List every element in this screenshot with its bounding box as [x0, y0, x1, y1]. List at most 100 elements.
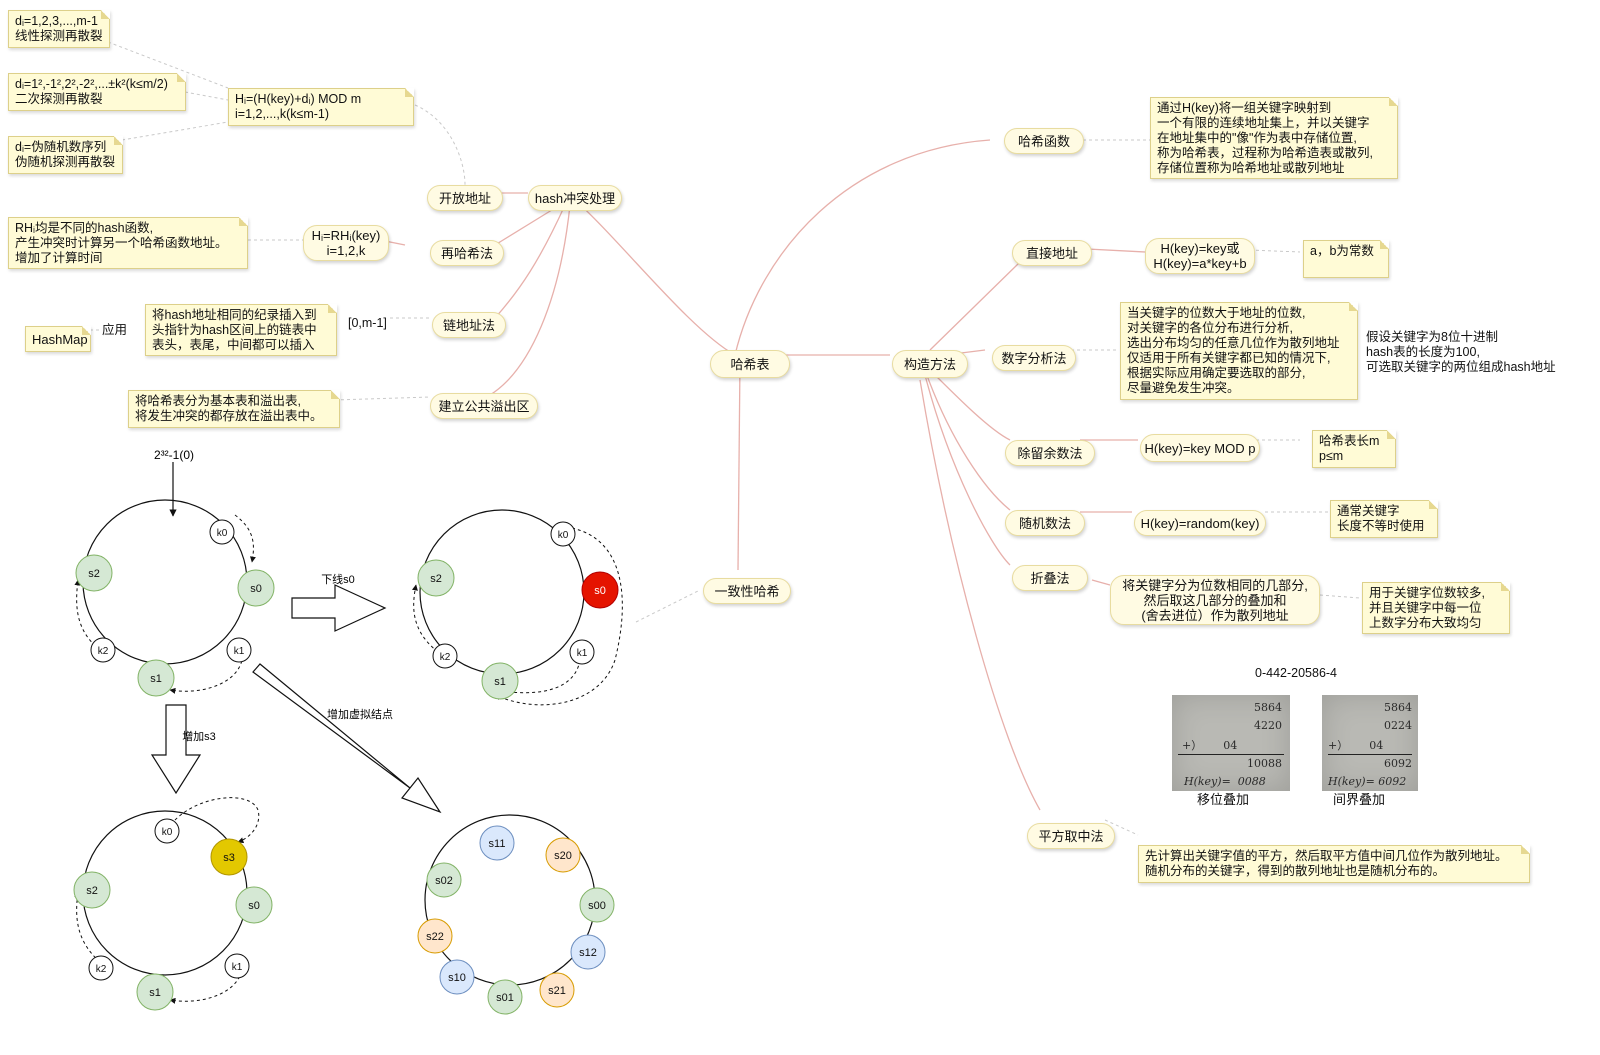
ring-nodes: k0 s0 k1 s1 k2 s2 k0 s0 k1 s1 k2 s2 k0 s3 s0 k1 s1 k2 s2 s1… [73, 519, 619, 1015]
topic-chaining[interactable]: 链地址法 [432, 312, 506, 338]
topic-random-number[interactable]: 随机数法 [1005, 510, 1085, 536]
ring3-key-k1-label: k1 [232, 962, 243, 973]
ring-top-label: 2³²-1(0) [154, 448, 194, 462]
ring4-virtual-node-s20 [545, 837, 581, 873]
division-formula[interactable]: H(key)=key MOD p [1140, 434, 1260, 462]
application-label: 应用 [102, 323, 128, 337]
ring1-server-s0 [237, 569, 275, 607]
ring1-key-k2 [90, 637, 116, 663]
ring1-server-s2-label: s2 [88, 568, 100, 580]
ring3-server-s1-label: s1 [149, 987, 161, 999]
topic-digit-analysis[interactable]: 数字分析法 [992, 345, 1076, 371]
chaining-range: [0,m-1] [348, 316, 387, 330]
division-note: 哈希表长m p≤m [1312, 430, 1396, 468]
direct-note: a，b为常数 [1303, 240, 1389, 278]
ring4-virtual-node-s02 [426, 862, 462, 898]
ring2-server-s2-label: s2 [430, 573, 442, 585]
ring4-virtual-node-s11-label: s11 [489, 838, 506, 850]
ring4-virtual-node-s01 [487, 979, 523, 1015]
add-label: 增加s3 [182, 729, 216, 743]
ring2-key-k0 [550, 521, 576, 547]
ring2-key-k2-label: k2 [440, 652, 451, 663]
topic-mid-square[interactable]: 平方取中法 [1027, 823, 1115, 849]
ring4-virtual-node-s22 [417, 918, 453, 954]
ring1-key-k0 [209, 519, 235, 545]
ring1-server-s2 [75, 554, 113, 592]
digit-analysis-note: 当关键字的位数大于地址的位数, 对关键字的各位分布进行分析, 选出分布均匀的任意… [1120, 302, 1358, 400]
topic-collision[interactable]: hash冲突处理 [528, 185, 622, 211]
topic-rehash[interactable]: 再哈希法 [430, 240, 504, 266]
direct-formula[interactable]: H(key)=key或 H(key)=a*key+b [1145, 238, 1255, 274]
hash-function-note: 通过H(key)将一组关键字映射到 一个有限的连续地址集上，并以关键字 在地址集… [1150, 97, 1398, 179]
topic-construction[interactable]: 构造方法 [892, 350, 968, 378]
offline-arrow [291, 584, 387, 632]
folding-example: 0-442-20586-4 [1255, 666, 1338, 680]
shift-folding-caption: 移位叠加 [1197, 792, 1250, 807]
ring3-server-s1 [136, 973, 174, 1011]
virtual-arrow [252, 663, 442, 814]
ring2-server-s1 [481, 662, 519, 700]
offline-label: 下线s0 [321, 572, 355, 586]
ring4-virtual-node-s12-label: s12 [579, 947, 597, 959]
ring-offline [411, 509, 623, 706]
ring2-key-k0-label: k0 [558, 530, 569, 541]
chaining-note: 将hash地址相同的纪录插入到 头指针为hash区间上的链表中 表头，表尾，中间… [145, 304, 337, 356]
ring3-server-s3 [210, 838, 248, 876]
ring2-server-s1-label: s1 [494, 676, 506, 688]
topic-open-address[interactable]: 开放地址 [427, 185, 503, 211]
ring4-virtual-node-s00 [579, 887, 615, 923]
ring3-key-k1 [224, 953, 250, 979]
overflow-note: 将哈希表分为基本表和溢出表, 将发生冲突的都存放在溢出表中。 [128, 390, 340, 428]
quadratic-probe-note: dᵢ=1²,-1²,2²,-2²,...±k²(k≤m/2) 二次探测再散裂 [8, 73, 186, 111]
topic-overflow[interactable]: 建立公共溢出区 [430, 393, 538, 419]
ring4-virtual-node-s10 [439, 959, 475, 995]
shift-folding-photo: 5864 4220 +） 04 10088 H(key)= 0088 [1172, 695, 1290, 791]
ring4-virtual-node-s22-label: s22 [426, 931, 444, 943]
folding-note: 用于关键字位数较多, 并且关键字中每一位 上数字分布大致均匀 [1362, 582, 1510, 634]
ring4-virtual-node-s01-label: s01 [496, 992, 514, 1004]
ring1-server-s0-label: s0 [250, 583, 262, 595]
add-arrow [150, 704, 202, 795]
ring3-key-k2 [88, 955, 114, 981]
ring3-server-s0 [235, 886, 273, 924]
ring3-server-s3-label: s3 [223, 852, 235, 864]
ring4-virtual-node-s21 [539, 972, 575, 1008]
ring3-key-k0-label: k0 [162, 827, 173, 838]
topic-hash-function[interactable]: 哈希函数 [1004, 128, 1084, 154]
ring4-virtual-node-s12 [570, 934, 606, 970]
ring1-key-k2-label: k2 [98, 646, 109, 657]
mid-square-note: 先计算出关键字值的平方，然后取平方值中间几位作为散列地址。 随机分布的关键字，得… [1138, 845, 1530, 883]
ring2-server-s0-offline [581, 571, 619, 609]
ring1-key-k1-label: k1 [234, 646, 245, 657]
topic-division[interactable]: 除留余数法 [1005, 440, 1095, 466]
folding-description[interactable]: 将关键字分为位数相同的几部分, 然后取这几部分的叠加和 (舍去进位）作为散列地址 [1110, 575, 1320, 625]
ring1-key-k1 [226, 637, 252, 663]
ring3-server-s2 [73, 871, 111, 909]
ring3-key-k2-label: k2 [96, 964, 107, 975]
ring4-virtual-node-s21-label: s21 [548, 985, 566, 997]
topic-folding[interactable]: 折叠法 [1012, 565, 1088, 591]
ring2-server-s0-offline-label: s0 [594, 585, 606, 597]
boundary-folding-photo: 5864 0224 +） 04 6092 H(key)= 6092 [1322, 695, 1418, 791]
ring3-server-s0-label: s0 [248, 900, 260, 912]
ring2-server-s2 [417, 559, 455, 597]
random-formula[interactable]: H(key)=random(key) [1134, 510, 1266, 536]
ring2-key-k1 [569, 639, 595, 665]
ring3-server-s2-label: s2 [86, 885, 98, 897]
ring1-server-s1-label: s1 [150, 673, 162, 685]
ring2-key-k2 [432, 643, 458, 669]
topic-direct-address[interactable]: 直接地址 [1012, 240, 1092, 266]
ring4-virtual-node-s02-label: s02 [435, 875, 453, 887]
central-topic[interactable]: 哈希表 [710, 350, 790, 378]
ring1-key-k0-label: k0 [217, 528, 228, 539]
rehash-note: RHᵢ均是不同的hash函数, 产生冲突时计算另一个哈希函数地址。 增加了计算时… [8, 217, 248, 269]
rehash-formula[interactable]: Hᵢ=RHᵢ(key) i=1,2,k [303, 225, 389, 261]
ring2-key-k1-label: k1 [577, 648, 588, 659]
ring4-virtual-node-s11 [479, 825, 515, 861]
topic-consistent-hash[interactable]: 一致性哈希 [703, 578, 791, 604]
linear-probe-note: dᵢ=1,2,3,...,m-1 线性探测再散裂 [8, 10, 110, 48]
ring4-virtual-node-s10-label: s10 [448, 972, 466, 984]
open-address-formula: Hᵢ=(H(key)+dᵢ) MOD m i=1,2,...,k(k≤m-1) [228, 88, 414, 126]
random-note: 通常关键字 长度不等时使用 [1330, 500, 1438, 538]
